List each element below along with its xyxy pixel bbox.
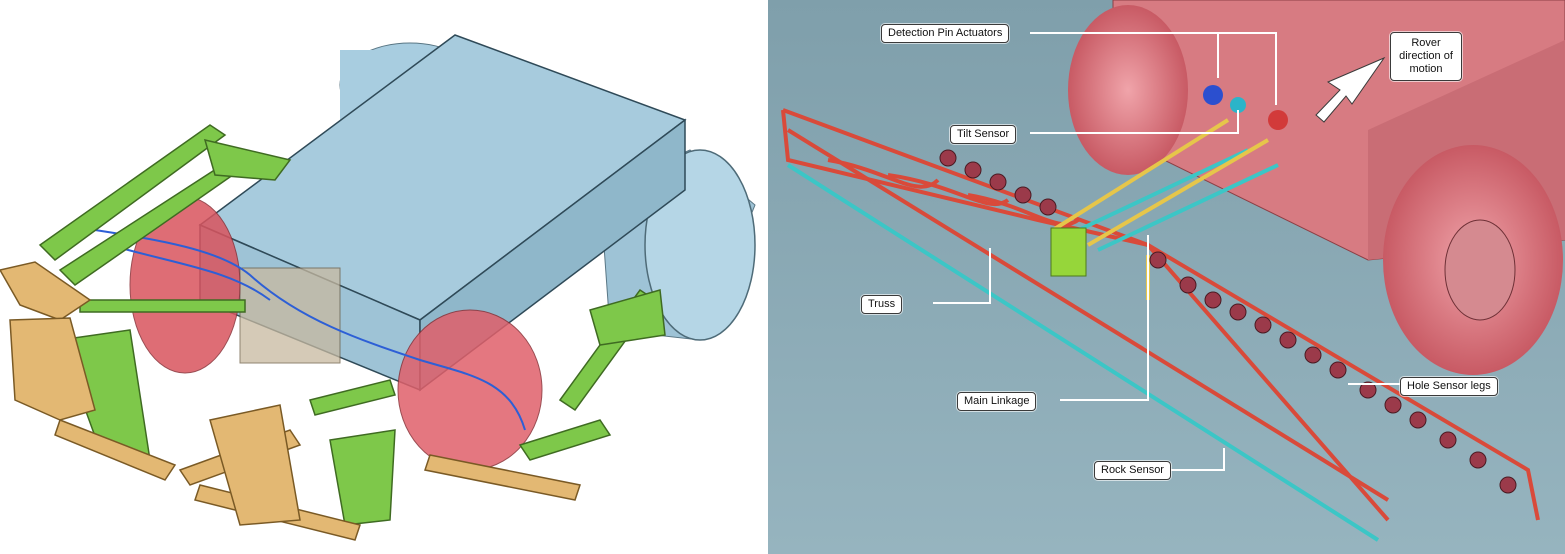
callout-rover-direction: Rover direction of motion — [1390, 32, 1462, 81]
tilt-sensor-block — [1050, 227, 1087, 277]
direction-arrow — [1315, 56, 1386, 123]
callout-truss: Truss — [861, 295, 903, 314]
blue-cabling — [94, 229, 526, 431]
rover-back-wheel — [1068, 5, 1188, 175]
callout-leaders — [933, 32, 1400, 471]
green-sensor-arms — [38, 124, 666, 526]
sensor-assembly-render — [768, 0, 1565, 554]
tan-sensor-frames — [0, 261, 581, 541]
left-cad-panel — [0, 0, 768, 554]
rail-structure — [786, 148, 1380, 542]
callout-hole-sensor-legs: Hole Sensor legs — [1400, 377, 1498, 396]
callout-tilt-sensor: Tilt Sensor — [950, 125, 1017, 144]
actuator-teal — [1230, 97, 1246, 113]
callout-rock-sensor: Rock Sensor — [1094, 461, 1171, 480]
callout-main-linkage: Main Linkage — [957, 392, 1037, 411]
hole-sensor-legs — [939, 149, 1517, 494]
actuator-red — [1268, 110, 1288, 130]
actuator-blue — [1203, 85, 1223, 105]
right-render-panel: Detection Pin Actuators Tilt Sensor Rove… — [768, 0, 1565, 554]
rover-cad-drawing — [0, 34, 756, 541]
callout-detection-pin-actuators: Detection Pin Actuators — [881, 24, 1010, 43]
